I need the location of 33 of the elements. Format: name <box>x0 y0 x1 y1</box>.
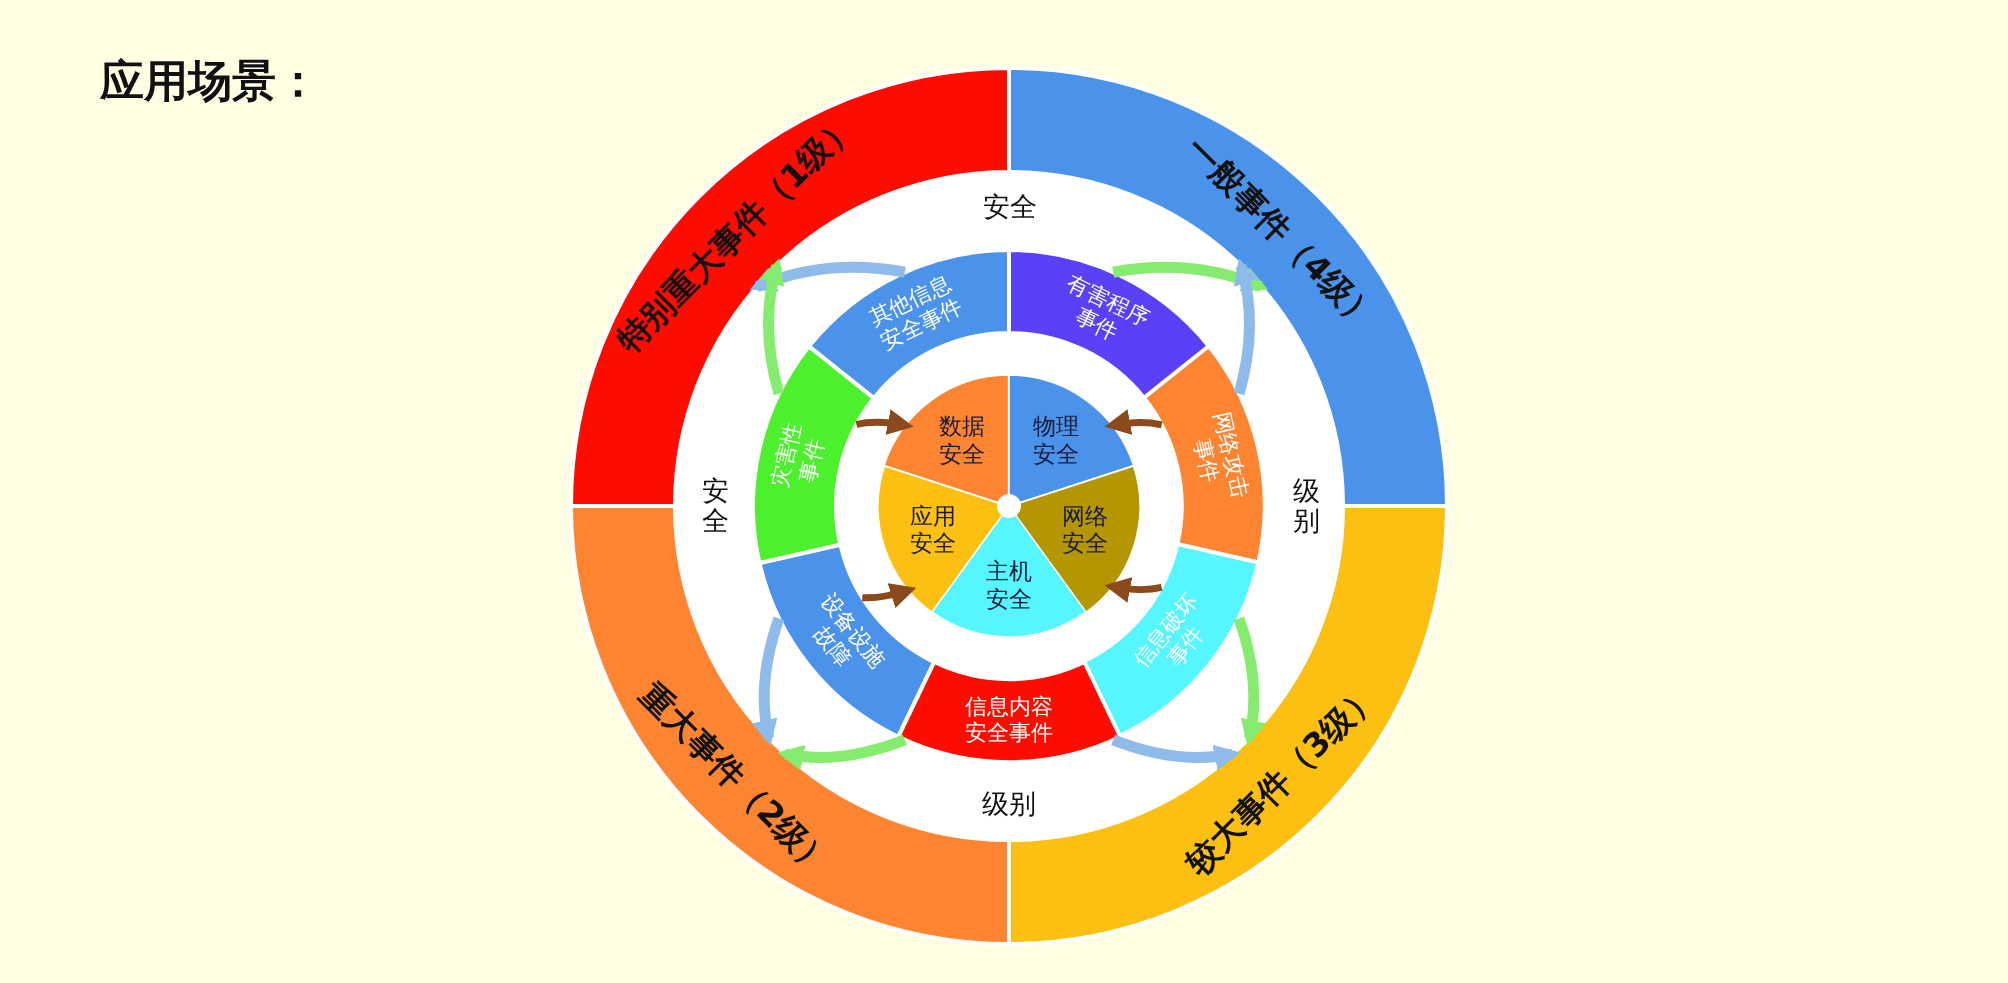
ring-label: 安全 <box>701 476 729 536</box>
ring-label: 安全 <box>983 192 1037 222</box>
curved-arrow <box>752 616 785 746</box>
curved-arrow <box>1233 258 1259 396</box>
curved-arrow <box>1233 616 1266 746</box>
page-title: 应用场景： <box>100 54 320 108</box>
event-label: 设备设施故障 <box>807 588 890 675</box>
curved-arrow <box>1111 734 1241 770</box>
curved-arrow <box>759 258 785 396</box>
ring-label: 级别 <box>982 789 1036 819</box>
severity-label: 重大事件（2级） <box>632 675 840 883</box>
ring-label: 级别 <box>1292 476 1320 536</box>
event-label: 信息破坏事件 <box>1128 588 1211 675</box>
curved-arrow <box>855 409 914 435</box>
security-label: 应用安全 <box>909 503 956 559</box>
security-label: 数据安全 <box>938 413 985 469</box>
event-label: 信息内容安全事件 <box>965 693 1053 747</box>
curved-arrow <box>1104 577 1163 603</box>
curved-arrow <box>777 734 907 770</box>
security-label: 网络安全 <box>1062 503 1109 559</box>
event-label: 网络攻击事件 <box>1187 409 1254 503</box>
curved-arrow <box>1112 261 1269 293</box>
event-label: 其他信息安全事件 <box>865 270 968 357</box>
curved-arrow <box>749 261 906 293</box>
severity-label: 特别重大事件（1级） <box>608 105 864 361</box>
event-label: 有害程序事件 <box>1061 270 1153 348</box>
curved-arrow <box>862 583 917 608</box>
curved-arrow <box>1104 409 1163 436</box>
event-label: 灾害性事件 <box>767 420 831 493</box>
security-label: 主机安全 <box>986 558 1032 614</box>
severity-label: 较大事件（3级） <box>1178 675 1386 883</box>
security-label: 物理安全 <box>1033 413 1079 469</box>
severity-label: 一般事件（4级） <box>1178 129 1386 337</box>
